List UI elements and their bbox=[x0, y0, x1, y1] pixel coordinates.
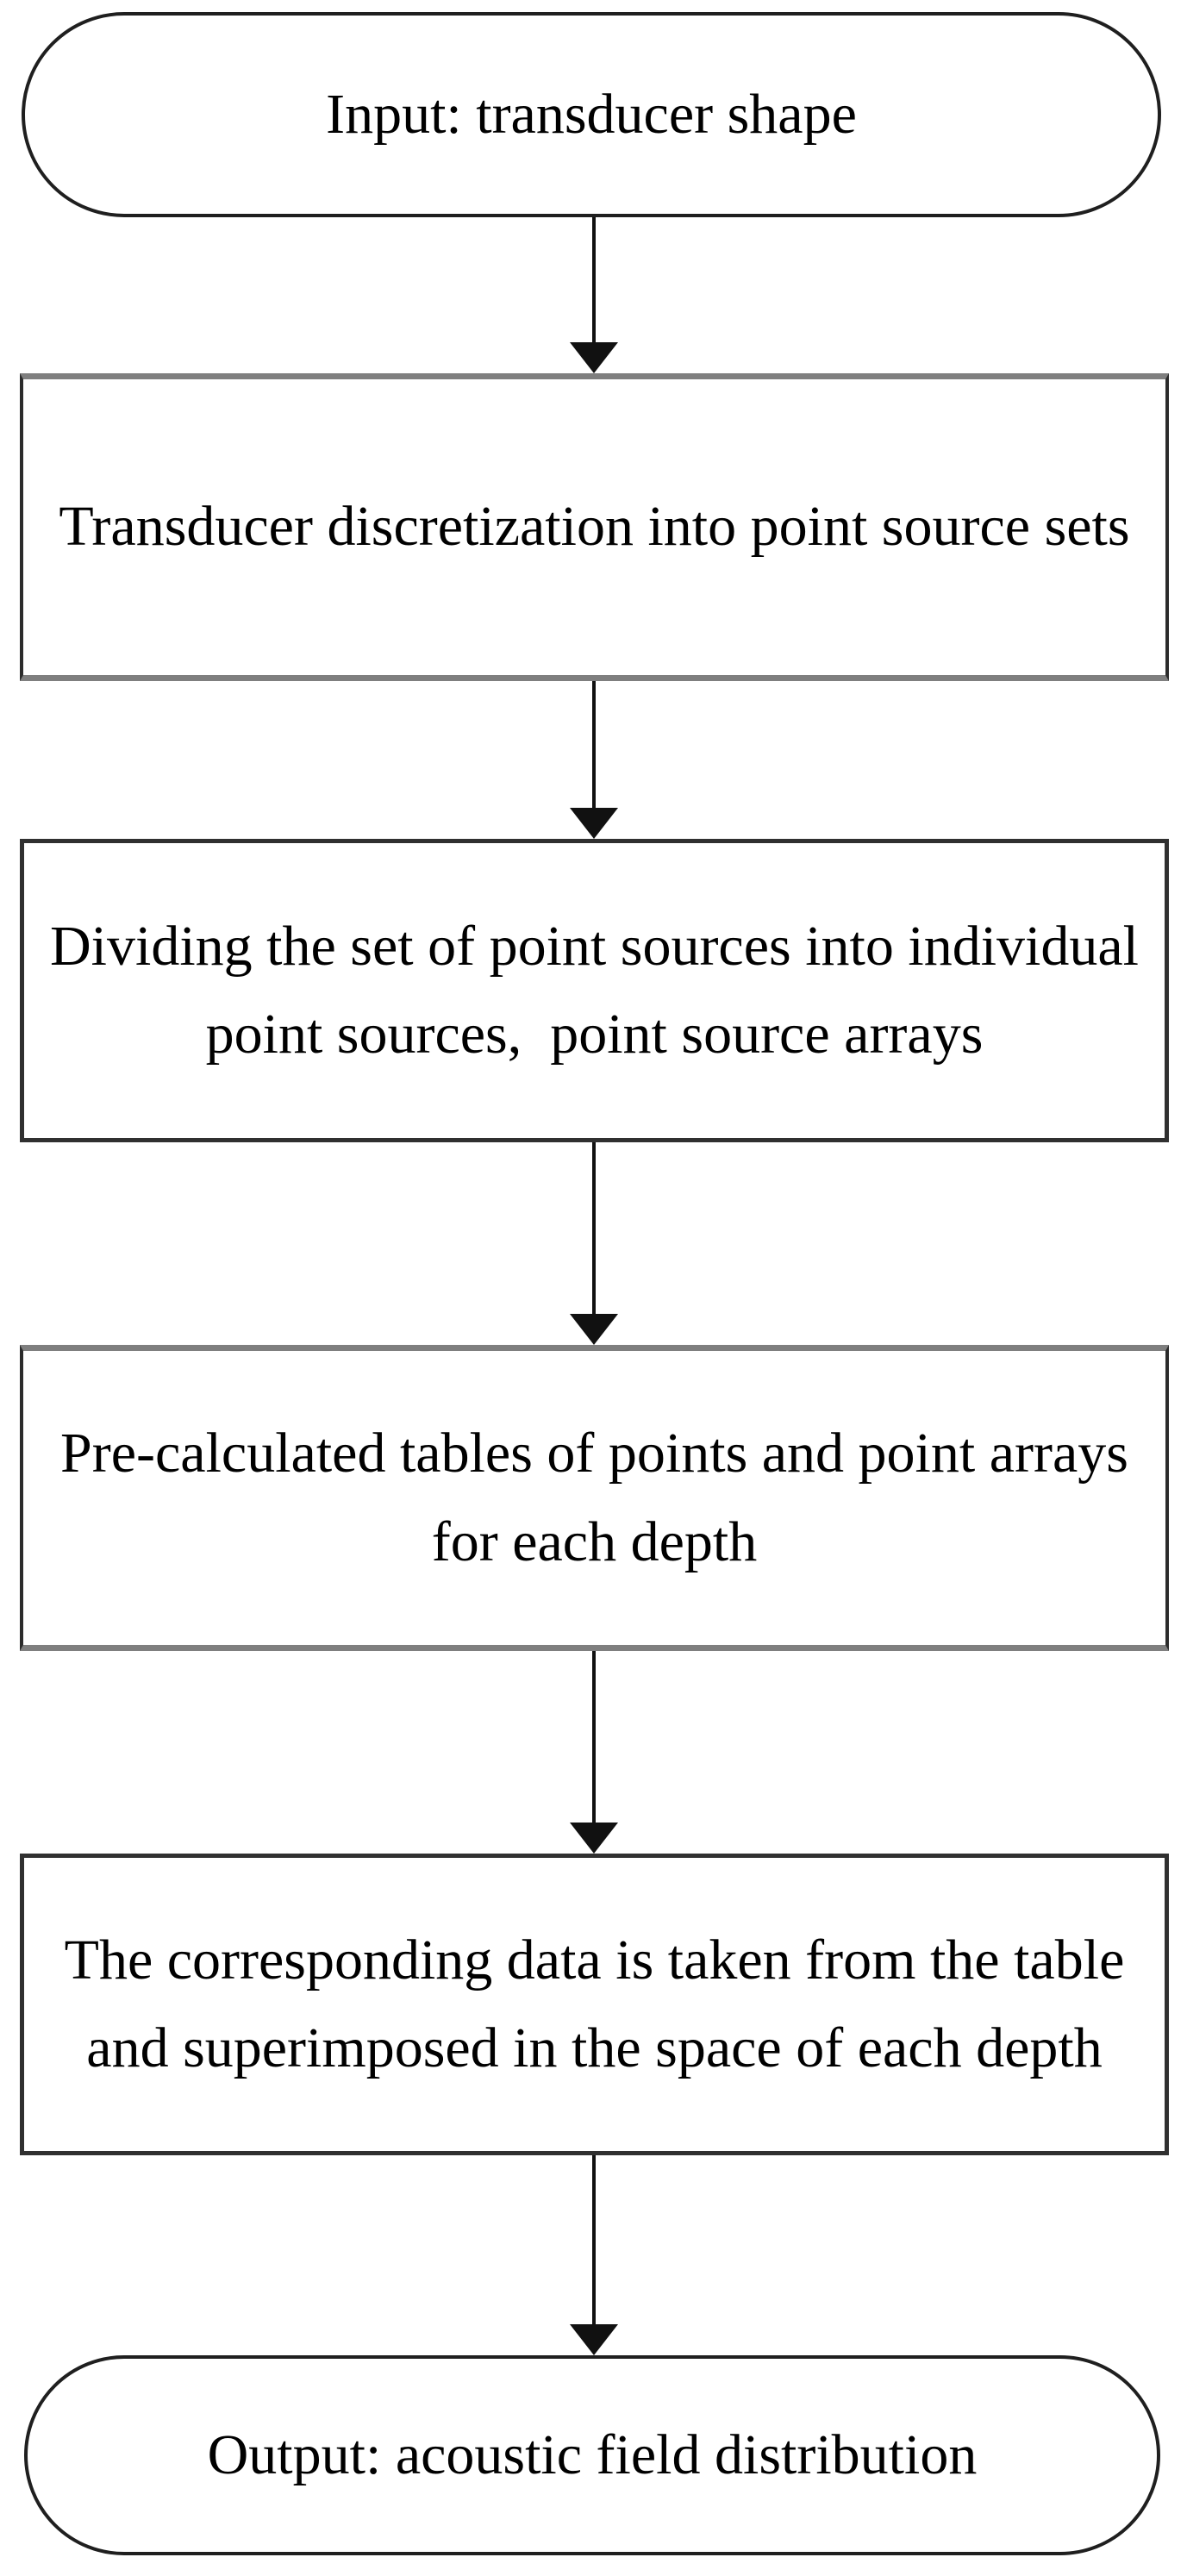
node-label-line-2: and superimposed in the space of each de… bbox=[86, 2016, 1103, 2079]
node-label: Transducer discretization into point sou… bbox=[59, 495, 1130, 559]
arrowhead-down-icon bbox=[570, 808, 618, 839]
arrow-shaft bbox=[592, 2155, 596, 2333]
flow-arrow-5 bbox=[570, 2155, 618, 2355]
node-label: Output: acoustic field distribution bbox=[207, 2423, 978, 2486]
terminator-node-input: Input: transducer shape bbox=[22, 12, 1161, 217]
process-node-precalculated-tables: Pre-calculated tables of points and poin… bbox=[20, 1345, 1169, 1651]
node-label-line-1: Dividing the set of point sources into i… bbox=[49, 914, 1140, 978]
node-label-line-2: for each depth bbox=[431, 1510, 758, 1573]
arrowhead-down-icon bbox=[570, 342, 618, 373]
arrow-shaft bbox=[592, 681, 596, 816]
arrow-shaft bbox=[592, 1142, 596, 1322]
node-label: Input: transducer shape bbox=[326, 82, 857, 146]
flow-arrow-4 bbox=[570, 1651, 618, 1854]
arrowhead-down-icon bbox=[570, 1823, 618, 1854]
terminator-node-output: Output: acoustic field distribution bbox=[24, 2355, 1160, 2555]
arrow-shaft bbox=[592, 1651, 596, 1831]
arrowhead-down-icon bbox=[570, 2324, 618, 2355]
process-node-superimpose: The corresponding data is taken from the… bbox=[20, 1854, 1169, 2155]
flow-arrow-1 bbox=[570, 217, 618, 373]
node-label-line-1: Pre-calculated tables of points and poin… bbox=[60, 1422, 1128, 1485]
process-node-discretization: Transducer discretization into point sou… bbox=[20, 373, 1169, 681]
process-node-dividing: Dividing the set of point sources into i… bbox=[20, 839, 1169, 1142]
flow-arrow-3 bbox=[570, 1142, 618, 1345]
node-label-line-2: point sources, point source arrays bbox=[205, 1003, 984, 1066]
node-label-line-1: The corresponding data is taken from the… bbox=[64, 1928, 1125, 1991]
arrow-shaft bbox=[592, 217, 596, 351]
flow-arrow-2 bbox=[570, 681, 618, 839]
arrowhead-down-icon bbox=[570, 1314, 618, 1345]
